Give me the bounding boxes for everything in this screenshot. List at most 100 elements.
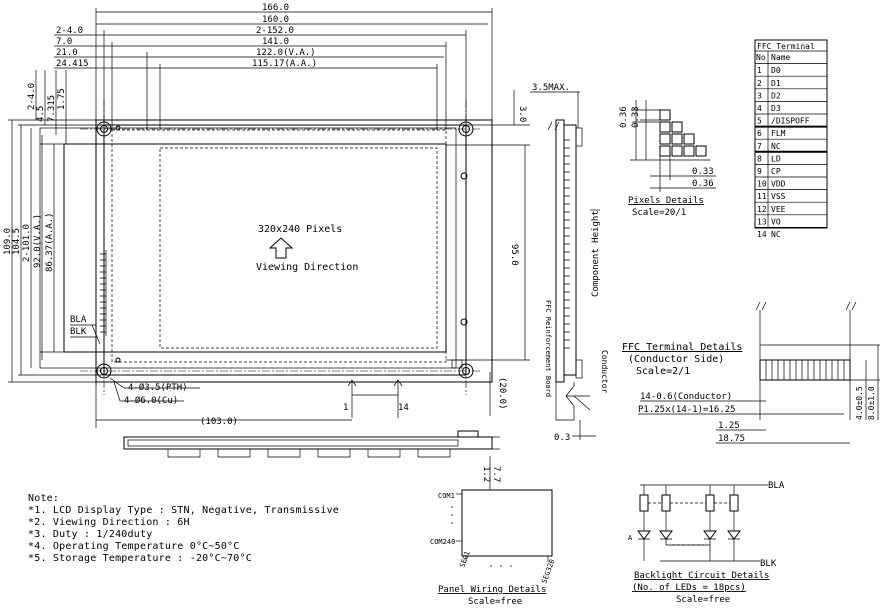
pixels-details-scale: Scale=20/1 [632,208,686,218]
note-3: *3. Duty : 1/240duty [28,529,152,540]
backlight-circuit-subtitle: (No. of LEDs = 18pcs) [632,583,746,593]
dim-86-aa: 86.37(A.A.) [45,212,55,272]
ffc-table-header-no: No [756,53,766,62]
pixel-resolution-label: 320x240 Pixels [258,224,342,235]
ffc-row-name: NC [771,230,781,239]
dim-24: 24.415 [56,59,89,69]
pixels-details-title: Pixels Details [628,196,704,206]
note-5: *5. Storage Temperature : -20°C~70°C [28,553,252,564]
conductor-label: Conductor [600,350,609,394]
component-height-label: Component Height [591,210,601,297]
pixel-dim-0-36-h: 0.36 [692,179,714,189]
ffc-row-no: 5 [757,117,762,126]
dim-0-3: 0.3 [554,433,570,443]
dim-7: 7.0 [56,37,72,47]
ffc-row-no: 9 [757,167,762,176]
pixel-dim-0-33-h: 0.33 [692,167,714,177]
ffc-dim-4: 4.0±0.5 [855,386,864,420]
hole-callout-cu: 4-Ø6.0(Cu) [124,395,178,406]
svg-text:A: A [628,534,633,542]
bottom-profile [123,430,500,458]
wiring-com1: COM1 [438,492,455,500]
dim-1-75: 1.75 [57,88,67,110]
dim-115: 115.17(A.A.) [252,59,317,69]
ffc-row-name: D0 [771,66,781,75]
dim-2-101: 2-101.0 [22,224,32,262]
hole-callout-pth: 4-Ø3.5(PTH) [128,382,188,393]
ffc-row-name: VDD [771,180,786,189]
notes-block: Note: *1. LCD Display Type : STN, Negati… [28,493,339,564]
ffc-row-name: D2 [771,91,781,100]
backlight-circuit-scale: Scale=free [676,595,730,605]
dim-3: 3.0 [517,106,527,122]
ffc-row-no: 14 [757,230,767,239]
ffc-row-no: 11 [757,192,767,201]
ffc-row-no: 1 [757,66,762,75]
front-view: 166.0 160.0 2-152.0 141.0 2-4.0 7.0 122.… [3,3,530,490]
dim-4-5: 4.5 [36,106,46,122]
ffc-row-name: D1 [771,79,781,88]
dim-152: 2-152.0 [256,26,294,36]
backlight-bla-label: BLA [768,481,785,491]
note-2: *2. Viewing Direction : 6H [28,517,190,528]
dim-2-4-left: 2-4.0 [27,83,37,110]
ffc-row-name: /DISPOFF [771,117,810,126]
ffc-terminal-details: FFC Terminal Details (Conductor Side) Sc… [622,301,880,444]
dim-3-5max: 3.5MAX. [532,83,570,93]
ffc-dim-1-25: 1.25 [718,421,740,431]
wiring-seg320: SEG320 [540,558,556,585]
dim-21: 21.0 [56,48,78,58]
ffc-details-subtitle: (Conductor Side) [628,354,724,365]
mounting-hole-bl [96,363,112,379]
notes-heading: Note: [28,493,59,504]
ffc-row-no: 10 [757,180,767,189]
ffc-details-scale: Scale=2/1 [636,366,690,377]
dim-1-2: 1.2 [481,466,491,482]
dim-7-7: 7.7 [491,466,501,482]
viewing-direction-label: Viewing Direction [256,262,358,273]
wiring-com240: COM240 [430,538,455,546]
dim-160: 160.0 [262,15,289,25]
pixel-dim-0-36-v: 0.36 [619,106,629,128]
mounting-hole-tl [96,121,112,137]
side-view: 3.5MAX. Component Height FFC Reinforceme… [530,83,609,443]
dim-2-4: 2-4.0 [56,26,83,36]
ffc-dim-8: 8.0±1.0 [867,386,876,420]
ffc-row-no: 3 [757,91,762,100]
panel-wiring-title: Panel Wiring Details [438,585,546,595]
ffc-row-name: VSS [771,192,786,201]
ffc-dim-18-75: 18.75 [718,434,745,444]
ffc-pin-1: 1 [343,403,348,413]
ffc-dim-pitch: P1.25x(14-1)=16.25 [638,405,736,415]
ffc-row-name: D3 [771,104,781,113]
dim-103: (103.0) [200,417,238,427]
dim-20: (20.0) [497,377,507,410]
pin-label-bla: BLA [70,315,87,325]
ffc-details-title: FFC Terminal Details [622,342,742,353]
note-4: *4. Operating Temperature 0°C~50°C [28,541,240,552]
dim-92-va: 92.0(V.A.) [33,214,43,268]
pixel-dim-0-33-v: 0.33 [631,106,641,128]
ffc-row-no: 6 [757,129,762,138]
backlight-circuit-title: Backlight Circuit Details [634,571,769,581]
ffc-reinforcement-label: FFC Reinforcement Board [544,300,552,397]
dim-7-315: 7.315 [47,95,57,122]
ffc-pin-14: 14 [398,403,409,413]
dim-122: 122.0(V.A.) [256,48,316,58]
ffc-dim-conductor: 14-0.6(Conductor) [640,392,732,402]
ffc-row-no: 4 [757,104,762,113]
ffc-row-name: NC [771,142,781,151]
pin-label-blk: BLK [70,327,87,337]
panel-wiring-details: COM1 COM240 SEG1 SEG320 Panel Wiring Det… [430,489,557,607]
ffc-row-name: FLM [771,129,786,138]
ffc-row-name: CP [771,167,781,176]
backlight-circuit-details: BLA BLK A Backlight Circuit Details (No.… [628,481,785,605]
ffc-row-name: VO [771,217,781,226]
dim-104-5: 104.5 [12,228,22,255]
mounting-hole-br [458,363,474,379]
ffc-row-no: 13 [757,217,767,226]
mounting-hole-tr [458,121,474,137]
